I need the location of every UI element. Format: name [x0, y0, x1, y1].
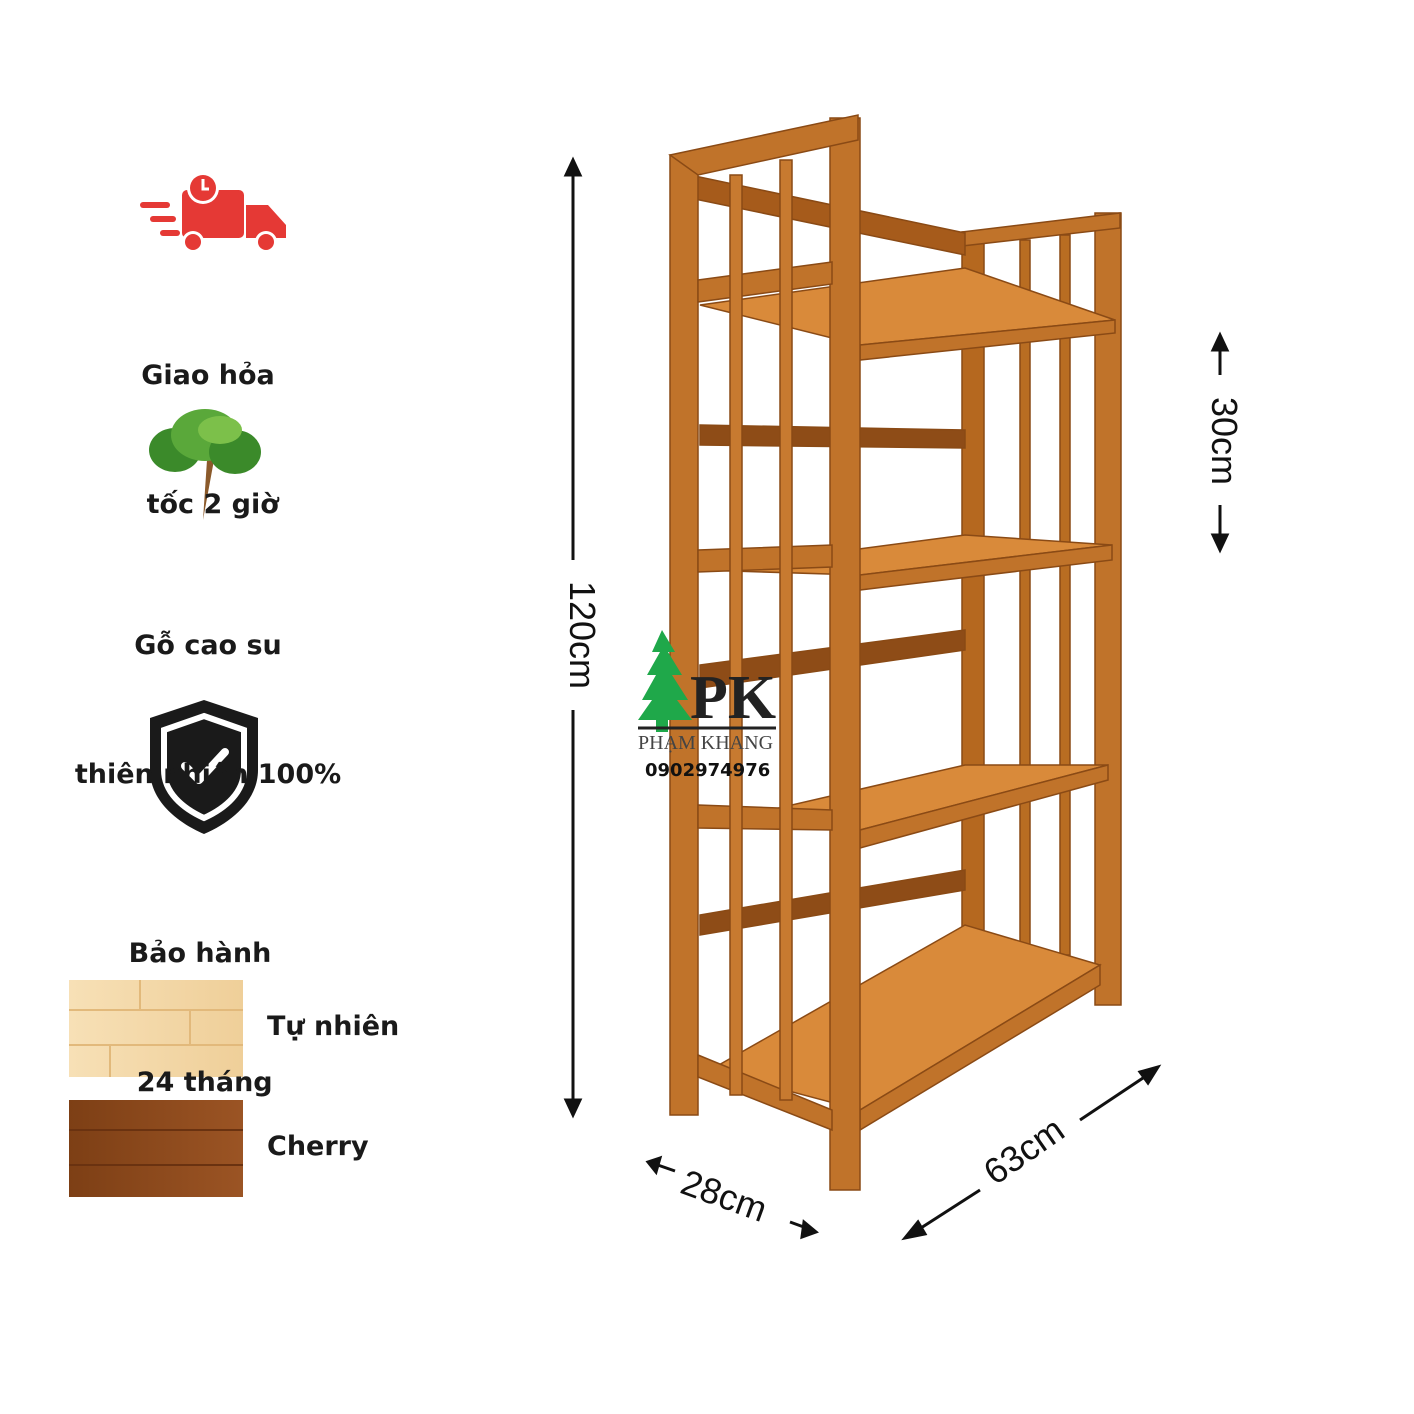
delivery-truck-icon	[140, 172, 286, 253]
svg-text:PK: PK	[690, 664, 776, 732]
tree-icon	[149, 409, 261, 520]
swatch-natural[interactable]	[69, 980, 243, 1077]
shield-check-icon	[150, 700, 258, 834]
shelf-spacing-label: 30cm	[1204, 396, 1246, 486]
feature-line: Bảo hành	[128, 938, 272, 969]
bookshelf-image	[668, 114, 1122, 1191]
logo-brand-name: PHẠM KHANG	[638, 732, 774, 754]
feature-line: Giao hỏa	[141, 360, 275, 391]
feature-warranty: Bảo hành 24 tháng	[100, 846, 300, 1147]
feature-line: Gỗ cao su	[134, 630, 282, 661]
height-label: 120cm	[562, 580, 604, 690]
swatch-cherry[interactable]	[69, 1100, 243, 1197]
swatch-label-cherry: Cherry	[267, 1131, 369, 1162]
feature-line: tốc 2 giờ	[137, 489, 279, 520]
feature-delivery: Giao hỏa tốc 2 giờ	[108, 268, 308, 569]
feature-wood: Gỗ cao su thiên nhiên 100%	[58, 538, 358, 839]
logo-phone: 0902974976	[645, 760, 771, 781]
swatch-label-natural: Tự nhiên	[267, 1011, 400, 1042]
feature-line: 24 tháng	[127, 1067, 273, 1098]
feature-line: thiên nhiên 100%	[74, 759, 342, 790]
brand-logo: PK	[638, 630, 776, 732]
dimension-arrows	[563, 156, 1230, 1241]
